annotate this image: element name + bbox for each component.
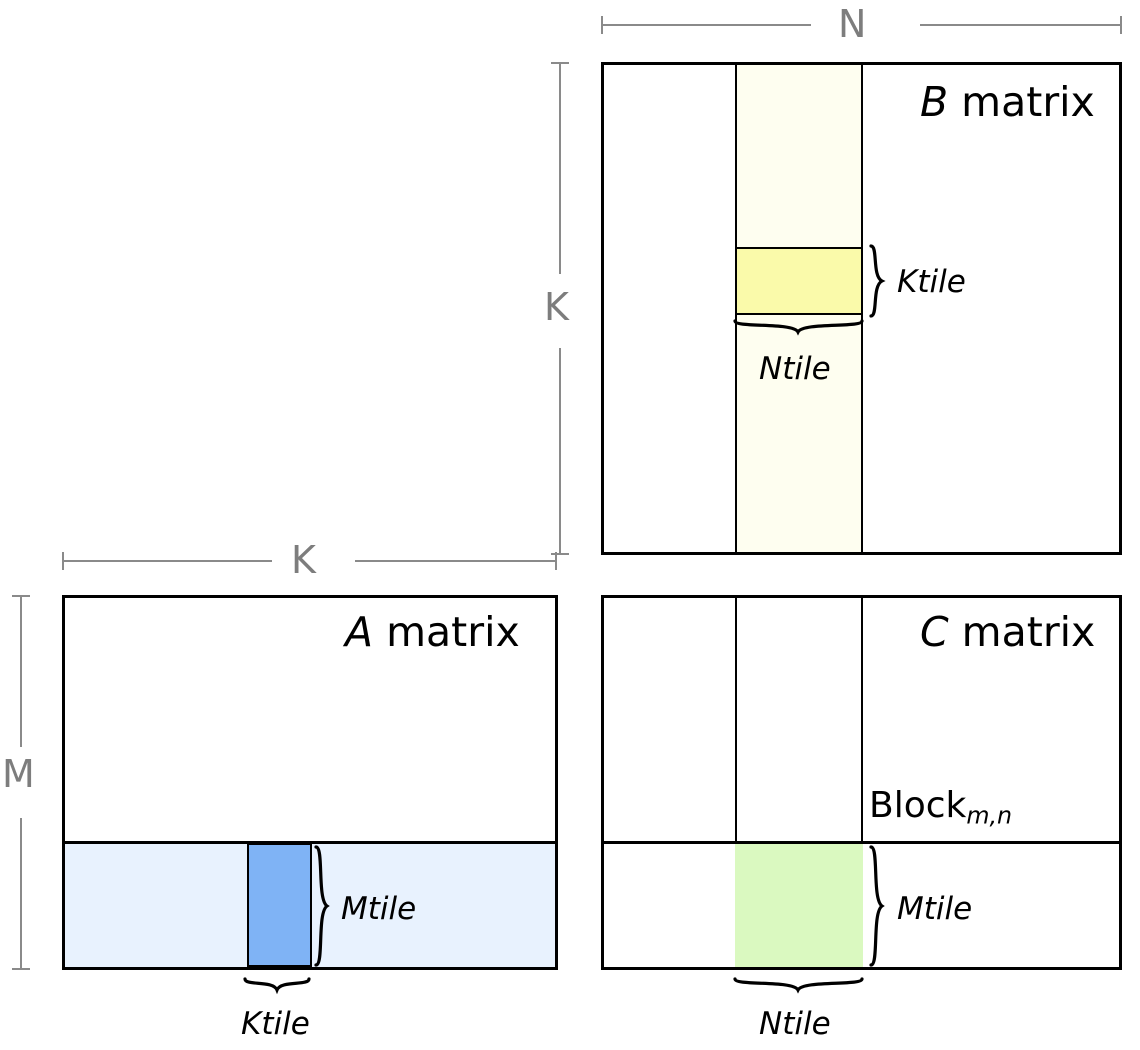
a-ktile-label: Ktile [241, 1006, 310, 1042]
c-matrix-name: C [920, 608, 949, 656]
b-matrix-box [601, 62, 1122, 555]
dimension-label-k-vertical: K [544, 285, 569, 329]
dimension-line-m-lower [20, 818, 22, 970]
dimension-cap-m-bottom [12, 968, 30, 970]
c-column-divider-right [861, 598, 863, 967]
a-mtile-brace [314, 845, 330, 967]
b-ktile-label: Ktile [897, 264, 966, 300]
dimension-label-n: N [838, 2, 867, 46]
b-ntile-brace [733, 319, 864, 336]
b-ntile-label: Ntile [759, 351, 831, 387]
dimension-line-kh-left [62, 560, 272, 562]
b-ktile-brace [869, 244, 886, 318]
dimension-line-k-lower [559, 348, 561, 555]
b-matrix-name: B [920, 78, 949, 126]
b-matrix-suffix: matrix [948, 78, 1095, 126]
a-matrix-title: A matrix [345, 608, 520, 656]
c-matrix-suffix: matrix [948, 608, 1096, 656]
c-matrix-box [601, 595, 1122, 970]
dimension-cap-kh-left [62, 552, 64, 570]
a-ktile-brace [243, 977, 311, 995]
c-mtile-ntile-tile [735, 844, 863, 967]
dimension-line-n-right [920, 24, 1122, 26]
a-matrix-name: A [345, 608, 374, 656]
dimension-cap-k-bottom [551, 553, 569, 555]
dimension-line-kh-right [355, 560, 557, 562]
b-matrix-title: B matrix [920, 78, 1095, 126]
dimension-line-m-upper [20, 595, 22, 747]
c-matrix-title: C matrix [920, 608, 1095, 656]
b-ktile-ntile-tile [735, 247, 863, 315]
dimension-label-k-horizontal: K [291, 538, 316, 582]
c-mtile-label: Mtile [897, 891, 973, 927]
dimension-cap-n-right [1120, 16, 1122, 34]
a-matrix-suffix: matrix [373, 608, 520, 656]
dimension-cap-kh-right [555, 552, 557, 570]
dimension-line-n-left [601, 24, 811, 26]
dimension-label-m: M [2, 752, 35, 796]
a-matrix-box [62, 595, 558, 970]
c-block-label-base: Block [869, 785, 967, 826]
c-column-divider-left [735, 598, 737, 967]
c-block-label-subscript: m,n [966, 801, 1013, 830]
c-ntile-brace [733, 977, 864, 994]
dimension-cap-n-left [601, 16, 603, 34]
c-row-divider [604, 841, 1119, 844]
dimension-line-k-upper [559, 62, 561, 274]
a-row-divider [65, 841, 555, 844]
c-block-label: Blockm,n [869, 785, 1012, 830]
c-mtile-brace [869, 845, 885, 967]
a-mtile-label: Mtile [341, 891, 417, 927]
a-mtile-ktile-tile [247, 843, 312, 967]
c-ntile-label: Ntile [759, 1006, 831, 1042]
